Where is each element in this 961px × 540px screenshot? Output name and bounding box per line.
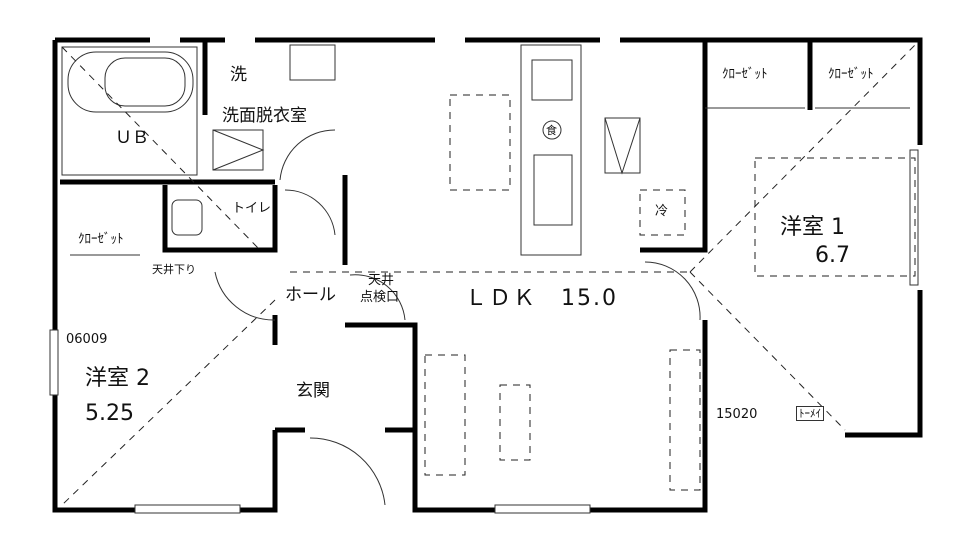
- room-label-closet-r1: ｸﾛｰｾﾞｯﾄ: [722, 67, 768, 82]
- ceiling-hatch-label-1: 天井: [368, 273, 395, 288]
- room-label-closet-r2: ｸﾛｰｾﾞｯﾄ: [828, 67, 874, 82]
- room-size-bedroom2: 5.25: [85, 401, 134, 426]
- room-label-ldk: ＬＤＫ 15.0: [465, 286, 618, 311]
- room-size-bedroom1: 6.7: [815, 243, 850, 268]
- ceiling-hatch-label-2: 点検口: [360, 290, 400, 305]
- room-label-hall: ホール: [285, 285, 336, 305]
- room-label-closet-left: ｸﾛｰｾﾞｯﾄ: [78, 232, 124, 247]
- fixtures: [49, 44, 919, 514]
- room-diagonals: [61, 44, 916, 506]
- room-label-bedroom2: 洋室 2: [85, 366, 150, 391]
- room-label-bedroom1: 洋室 1: [780, 215, 845, 240]
- tomei-label: ﾄｰﾒｲ: [796, 406, 824, 421]
- ceiling-drop-label: 天井下り: [152, 263, 196, 276]
- dining-mark: 食: [546, 124, 557, 137]
- room-label-washroom: 洗面脱衣室: [222, 106, 307, 126]
- window-code-right: 15020: [716, 407, 758, 422]
- window-code-left: 06009: [66, 332, 108, 347]
- washer-label: 洗: [230, 65, 247, 85]
- fridge-label: 冷: [655, 204, 669, 219]
- room-label-toilet: トイレ: [232, 201, 272, 216]
- room-label-entrance: 玄関: [296, 381, 330, 401]
- room-label-ub: ＵＢ: [115, 128, 149, 148]
